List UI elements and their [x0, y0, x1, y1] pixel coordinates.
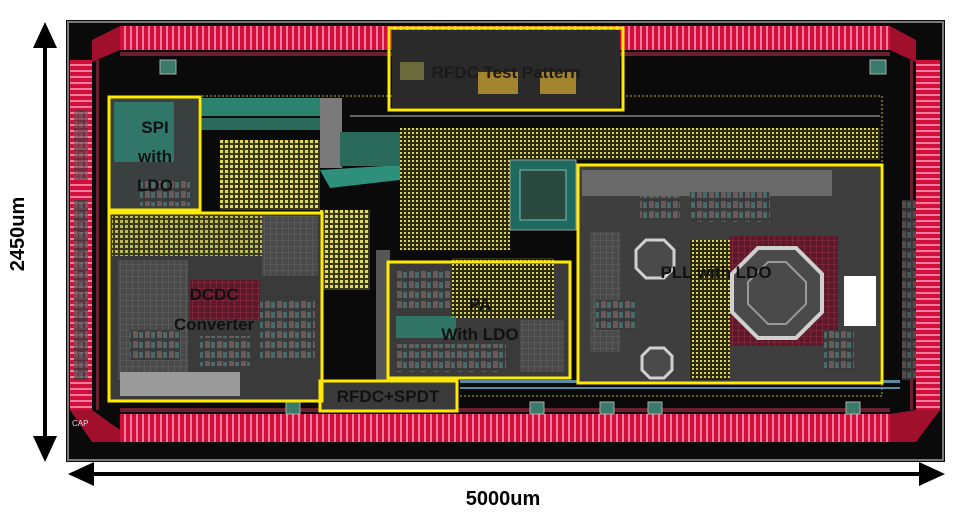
outline-dcdc-converter: [107, 211, 324, 403]
outline-pll-ldo: [576, 163, 884, 385]
height-dimension-arrow: [33, 22, 57, 462]
pll-area: [578, 166, 880, 384]
height-label: 2450um: [7, 197, 29, 272]
pa-area: [388, 258, 570, 378]
metal-routing: [200, 98, 900, 390]
dcdc-area: [110, 214, 322, 400]
width-dimension-arrow: [68, 462, 945, 486]
label-spi-line-3: LDO: [137, 176, 173, 195]
label-dcdc-line-2: Converter: [174, 315, 255, 334]
label-spi-line-1: SPI: [141, 118, 168, 137]
die-border: [67, 21, 944, 461]
label-pa-line-1: PA: [469, 295, 491, 314]
block-outlines: [107, 26, 884, 413]
spi-area: [110, 98, 198, 210]
label-dcdc-line-1: DCDC: [189, 285, 238, 304]
label-rfdc-spdt: RFDC+SPDT: [337, 387, 440, 406]
label-rfdc-test-pattern: RFDC Test Pattern: [432, 63, 581, 82]
outline-rfdc-test-pattern: [387, 26, 625, 112]
width-label: 5000um: [466, 488, 541, 510]
outline-spi-ldo: [107, 95, 202, 212]
rfdc-test-pattern-area: [392, 30, 620, 108]
corner-mark: CAP: [72, 419, 88, 428]
label-pa-line-2: With LDO: [441, 325, 518, 344]
label-pll-ldo: PLL with LDO: [660, 263, 771, 282]
outline-rfdc-spdt: [318, 379, 459, 413]
outline-pa-ldo: [386, 260, 572, 380]
label-spi-line-2: with: [137, 147, 172, 166]
rfdc-spdt-area: [320, 382, 456, 410]
io-pads: [74, 59, 916, 415]
